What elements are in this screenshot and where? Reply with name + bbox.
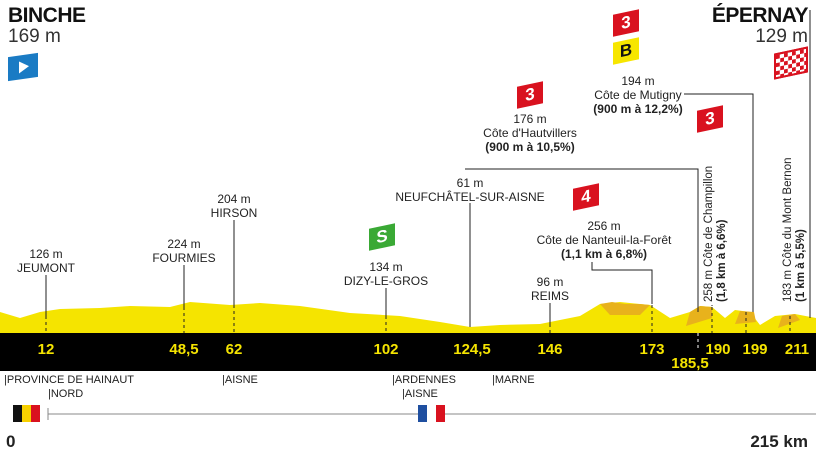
region-label: |AISNE xyxy=(402,388,438,400)
km-label: 199 xyxy=(742,341,768,358)
region-label: |AISNE xyxy=(222,374,258,386)
km-ticks xyxy=(45,305,791,333)
start-altitude: 169 m xyxy=(8,26,61,47)
km-label: 102 xyxy=(373,341,399,358)
km-label: 146 xyxy=(537,341,563,358)
france-flag-icon xyxy=(418,405,445,422)
region-label: |MARNE xyxy=(492,374,535,386)
km-label: 62 xyxy=(225,341,243,358)
climb-segments xyxy=(600,302,650,315)
distance-total: 215 km xyxy=(750,432,808,451)
finish-city: ÉPERNAY xyxy=(711,4,809,27)
km-label: 185,5 xyxy=(671,355,709,372)
km-label: 190 xyxy=(705,341,731,358)
climb-champillon: 258 m Côte de Champillon(1,8 km à 6,6%) xyxy=(703,165,728,302)
region-label: |ARDENNES xyxy=(392,374,456,386)
km-label: 48,5 xyxy=(169,341,199,358)
km-label: 124,5 xyxy=(453,341,491,358)
km-band xyxy=(0,333,816,371)
belgium-flag-icon xyxy=(13,405,40,422)
start-city: BINCHE xyxy=(8,4,86,27)
km-label: 12 xyxy=(37,341,55,358)
distance-start: 0 xyxy=(6,432,16,451)
climb-mont-bernon: 183 m Côte du Mont Bernon(1 km à 5,5%) xyxy=(782,157,807,303)
km-label: 173 xyxy=(639,341,665,358)
region-label: |NORD xyxy=(48,388,84,400)
region-label: |PROVINCE DE HAINAUT xyxy=(4,374,134,386)
km-label: 211 xyxy=(784,341,810,358)
marker-lines xyxy=(45,10,811,327)
finish-altitude: 129 m xyxy=(755,26,808,47)
